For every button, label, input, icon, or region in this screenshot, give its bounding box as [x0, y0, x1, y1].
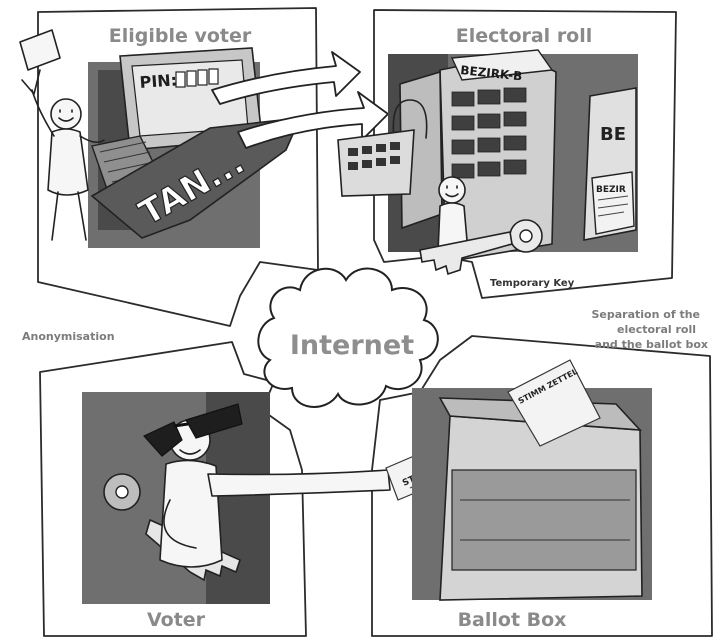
sunglasses-icon [143, 403, 243, 457]
bezirk-label: BEZIRK-B [460, 63, 523, 83]
computer-monitor-icon: PIN: [119, 47, 263, 151]
voter-figure [143, 403, 391, 568]
bezirk-short-label: BE [600, 124, 626, 145]
pin-label: PIN: [139, 70, 178, 92]
ballot-box-title: Ballot Box [458, 609, 567, 631]
voter-scene: STIMM ZETTEL [82, 392, 485, 604]
separation-line-3: and the ballot box [595, 338, 708, 351]
voter-title: Voter [147, 609, 206, 631]
separation-line-1: Separation of the [592, 308, 701, 321]
eligible-voter-title: Eligible voter [109, 25, 252, 47]
cabinet-sign [450, 49, 554, 81]
temporary-key-label: Temporary Key [490, 278, 575, 289]
eligible-voter-figure [19, 29, 105, 241]
separation-label: Separation of the electoral roll and the… [592, 308, 709, 351]
anonymisation-label: Anonymisation [22, 330, 115, 343]
electoral-roll-scene: BEZIRK-B BE BEZIR [337, 49, 638, 276]
bezirk-box-label: BEZIR [596, 185, 626, 195]
padlock-icon [337, 99, 428, 197]
clerk-figure [437, 176, 469, 253]
separation-line-2: electoral roll [617, 323, 696, 336]
internet-label: Internet [290, 330, 414, 361]
electoral-roll-title: Electoral roll [456, 25, 593, 47]
key-icon [419, 219, 543, 276]
ballot-box-scene: STIMM ZETTEL [412, 359, 652, 601]
cloud-icon [257, 267, 439, 408]
